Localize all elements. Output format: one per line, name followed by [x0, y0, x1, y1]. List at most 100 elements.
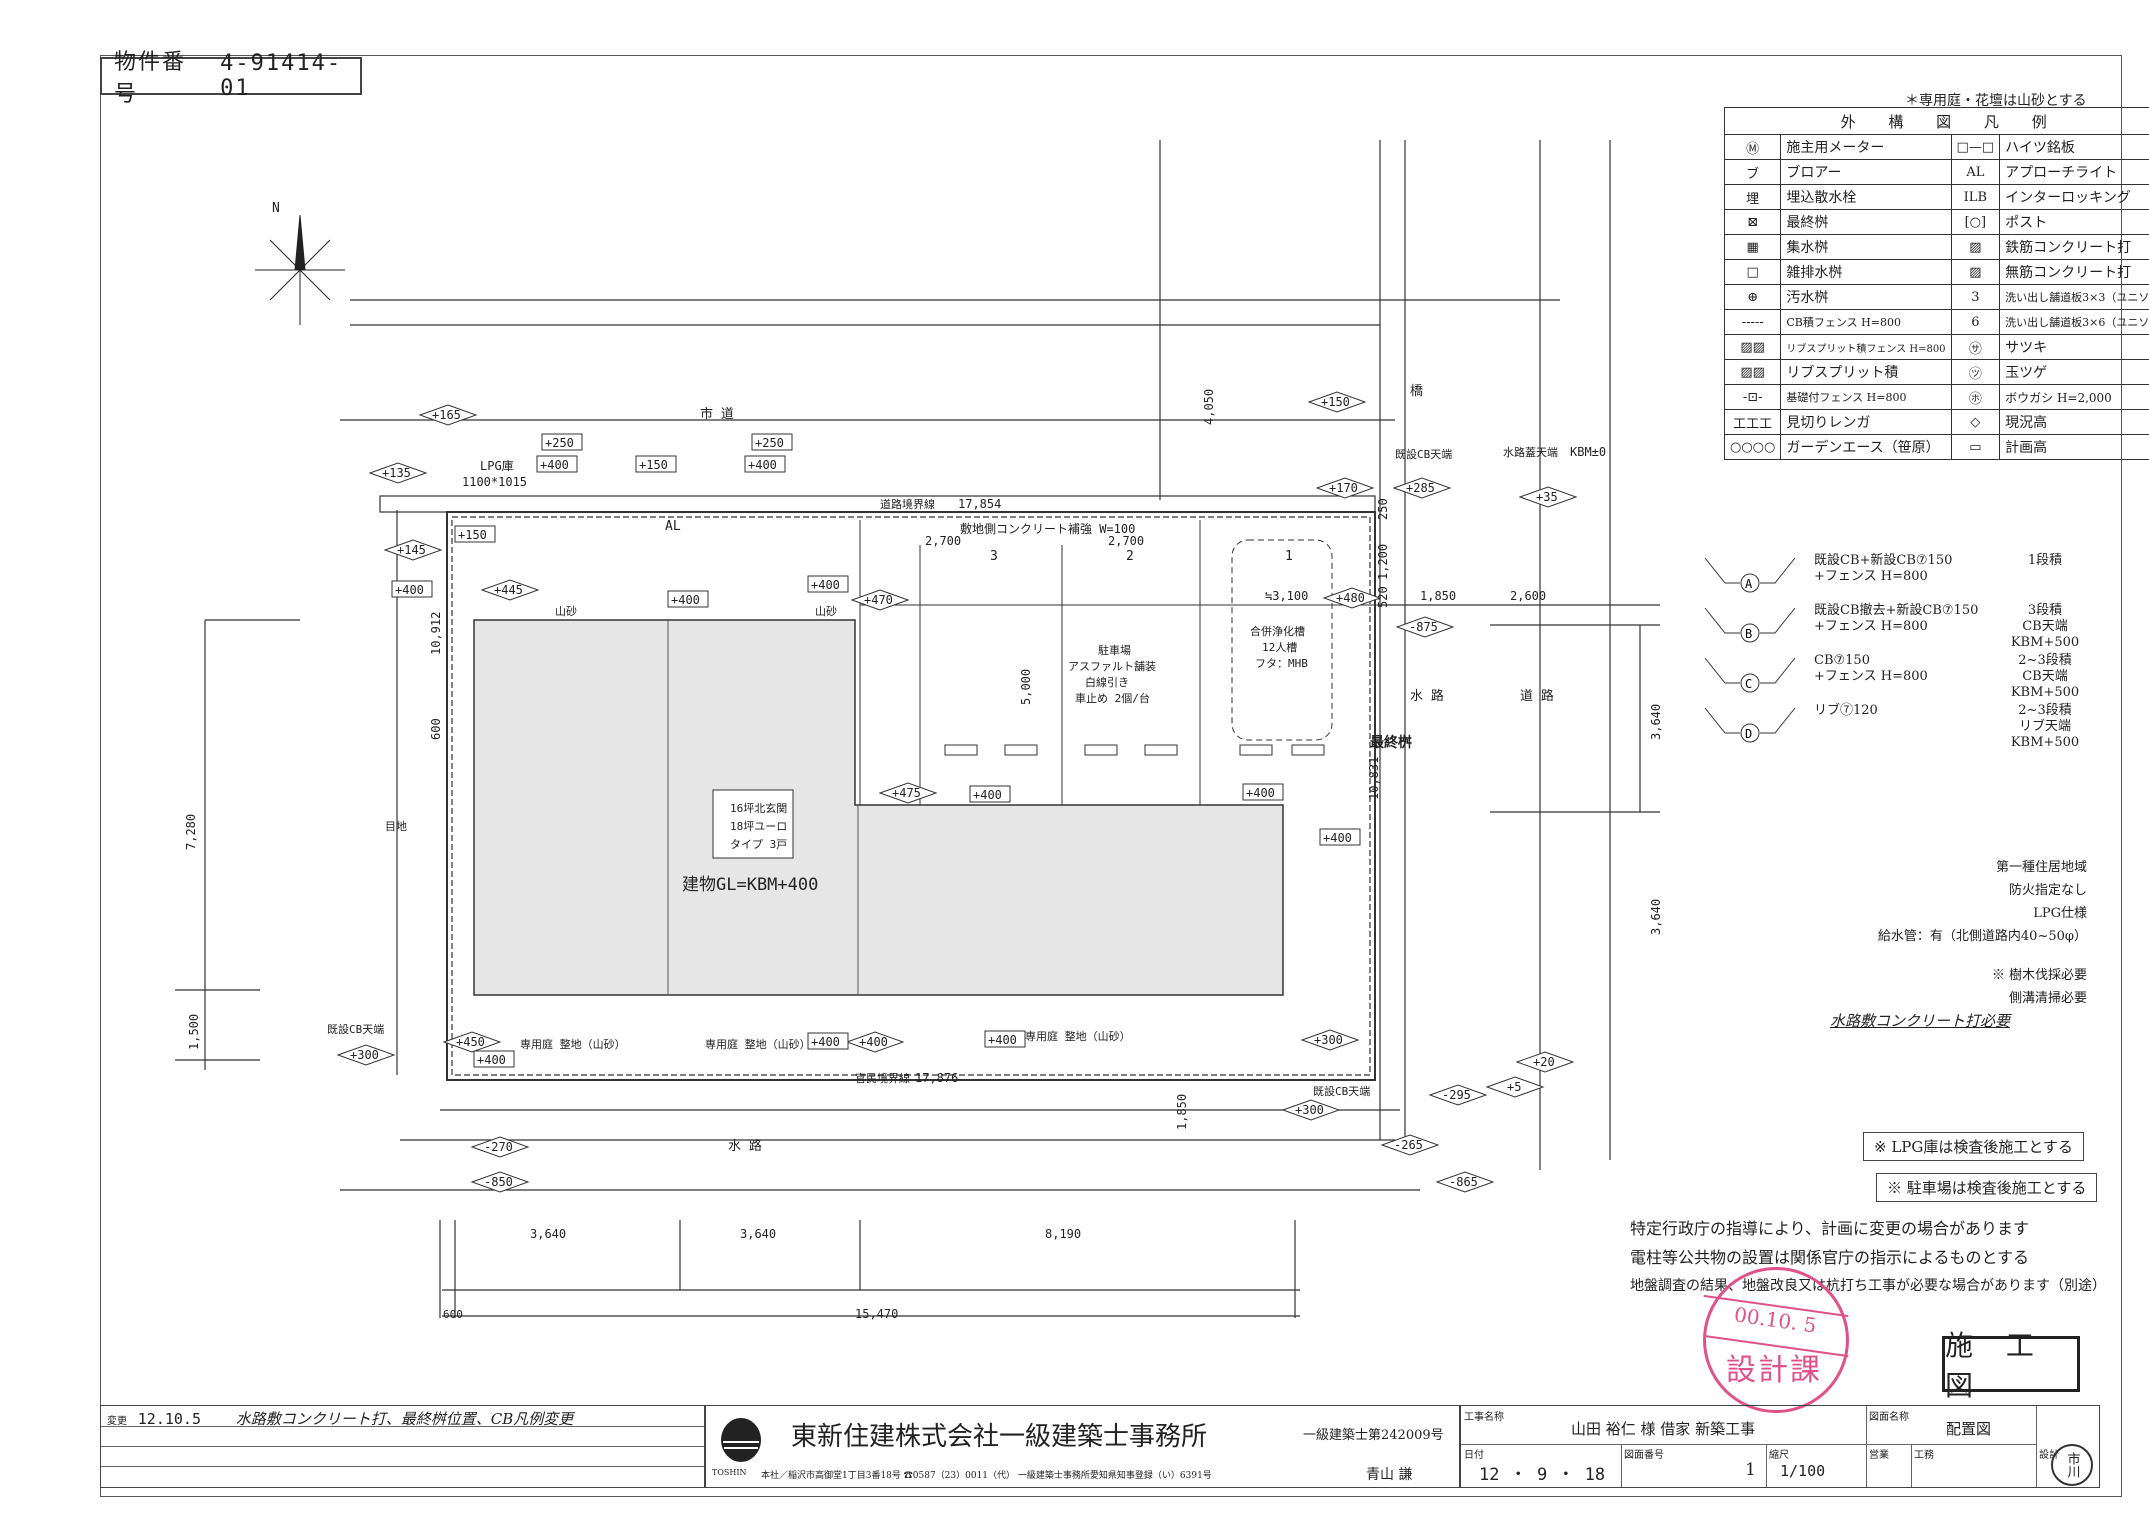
svg-text:3,640: 3,640	[530, 1227, 566, 1241]
property-number-label: 物件番号	[114, 50, 187, 107]
svg-text:+480: +480	[1336, 591, 1365, 605]
section-c-icon: C	[1704, 657, 1796, 693]
rib-split-icon: ▨▨	[1723, 359, 1782, 385]
catch-basin-icon: ▦	[1723, 234, 1782, 260]
svg-text:3: 3	[990, 549, 998, 564]
section-d-icon: D	[1704, 707, 1796, 743]
svg-text:-865: -865	[1449, 1175, 1478, 1189]
svg-text:KBM±0: KBM±0	[1570, 445, 1606, 459]
svg-text:+250: +250	[545, 436, 574, 450]
blower-icon: ブ	[1723, 159, 1782, 185]
planned-level-icon: ▭	[1950, 434, 2001, 460]
boxwood-icon: ㋡	[1950, 359, 2001, 385]
svg-text:1,850: 1,850	[1175, 1094, 1189, 1130]
svg-text:水路蓋天端: 水路蓋天端	[1503, 446, 1558, 459]
svg-text:+400: +400	[988, 1033, 1017, 1047]
svg-text:市 道: 市 道	[700, 406, 734, 422]
plain-concrete-icon: ▨	[1950, 259, 2001, 285]
svg-text:600: 600	[429, 718, 443, 740]
final-basin-icon: ⊠	[1723, 209, 1782, 235]
svg-text:7,280: 7,280	[184, 814, 198, 850]
svg-text:山砂: 山砂	[555, 605, 577, 618]
svg-text:N: N	[272, 201, 280, 216]
svg-text:-875: -875	[1409, 620, 1438, 634]
north-arrow-icon: N	[255, 201, 345, 325]
building-footprint	[473, 619, 1284, 996]
warnings: 特定行政庁の指導により、計画に変更の場合があります 電柱等公共物の設置は関係官庁…	[1630, 1219, 2106, 1294]
svg-text:18坪ユーロ: 18坪ユーロ	[730, 820, 787, 833]
svg-text:タイプ 3戸: タイプ 3戸	[730, 838, 787, 851]
svg-text:+250: +250	[755, 436, 784, 450]
svg-text:+400: +400	[477, 1053, 506, 1067]
svg-text:駐車場: 駐車場	[1098, 643, 1131, 657]
paving-3x6-icon: 6	[1950, 309, 2001, 335]
svg-text:専用庭 整地（山砂）: 専用庭 整地（山砂）	[520, 1037, 626, 1051]
svg-text:17,854: 17,854	[958, 497, 1001, 511]
svg-text:15,470: 15,470	[855, 1307, 898, 1321]
svg-text:+300: +300	[350, 1048, 379, 1062]
designer-seal: 市川	[2051, 1444, 2093, 1486]
toshin-logo-icon	[721, 1418, 761, 1462]
svg-text:+400: +400	[1323, 831, 1352, 845]
svg-text:+300: +300	[1314, 1033, 1343, 1047]
svg-text:合併浄化槽: 合併浄化槽	[1250, 624, 1305, 638]
top-note: ＊専用庭・花壇は山砂とする	[1905, 93, 2087, 109]
svg-text:+135: +135	[382, 466, 411, 480]
property-number-value: 4-91414-01	[220, 51, 343, 101]
svg-text:17,876: 17,876	[915, 1071, 958, 1085]
svg-text:道 路: 道 路	[1520, 688, 1554, 704]
svg-text:+300: +300	[1295, 1103, 1324, 1117]
svg-text:白線引き: 白線引き	[1085, 675, 1129, 689]
svg-text:+400: +400	[671, 593, 700, 607]
svg-text:+475: +475	[892, 786, 921, 800]
svg-text:3,640: 3,640	[1649, 704, 1663, 740]
svg-text:8,190: 8,190	[1045, 1227, 1081, 1241]
svg-text:+400: +400	[811, 578, 840, 592]
project-name: 山田 裕仁 様 借家 新築工事	[1571, 1420, 1756, 1438]
svg-text:+20: +20	[1533, 1055, 1555, 1069]
foundation-fence-icon: -⊡-	[1723, 384, 1782, 410]
svg-text:専用庭 整地（山砂）: 専用庭 整地（山砂）	[1025, 1029, 1131, 1043]
svg-text:16坪北玄関: 16坪北玄関	[730, 801, 787, 815]
svg-text:+150: +150	[639, 458, 668, 472]
svg-text:12人槽: 12人槽	[1262, 641, 1297, 654]
svg-text:10,831: 10,831	[1367, 757, 1381, 800]
svg-text:専用庭 整地（山砂）: 専用庭 整地（山砂）	[705, 1037, 811, 1051]
svg-text:-265: -265	[1394, 1138, 1423, 1152]
svg-text:+170: +170	[1329, 481, 1358, 495]
svg-text:+400: +400	[540, 458, 569, 472]
site-plan: N	[175, 140, 1663, 1321]
svg-text:+400: +400	[973, 788, 1002, 802]
svg-text:D: D	[1745, 727, 1752, 741]
paving-3x3-icon: 3	[1950, 284, 2001, 310]
parking-note: ※ 駐車場は検査後施工とする	[1876, 1173, 2098, 1202]
svg-text:水 路: 水 路	[728, 1138, 762, 1154]
meter-icon: Ⓜ	[1723, 134, 1782, 160]
brick-edging-icon: 工工工	[1723, 409, 1782, 435]
zoning-notes: 第一種住居地域 防火指定なし LPG仕様 給水管：有（北側道路内40~50φ） …	[1877, 860, 2087, 1006]
svg-text:橋: 橋	[1410, 384, 1423, 399]
svg-text:フタ：MHB: フタ：MHB	[1255, 657, 1308, 670]
interlocking-icon: ILB	[1950, 184, 2001, 210]
legend-row: □雑排水桝▨無筋コンクリート打	[1723, 259, 2149, 285]
legend-row: ⊠最終桝[○]ポスト	[1723, 209, 2149, 235]
svg-text:+450: +450	[456, 1035, 485, 1049]
cb-fence-icon: -----	[1723, 309, 1782, 335]
svg-text:AL: AL	[665, 519, 681, 534]
legend-title: 外 構 図 凡 例	[1723, 107, 2149, 135]
svg-text:目地: 目地	[385, 820, 407, 833]
handwritten-note: 水路敷コンクリート打必要	[1830, 1012, 2011, 1030]
sprinkler-icon: 埋	[1723, 184, 1782, 210]
svg-text:+400: +400	[811, 1035, 840, 1049]
svg-text:既設CB天端: 既設CB天端	[327, 1022, 384, 1036]
svg-text:+400: +400	[1246, 786, 1275, 800]
svg-text:3,640: 3,640	[1649, 899, 1663, 935]
parking-area	[859, 520, 1380, 805]
svg-text:アスファルト舗装: アスファルト舗装	[1068, 659, 1156, 673]
